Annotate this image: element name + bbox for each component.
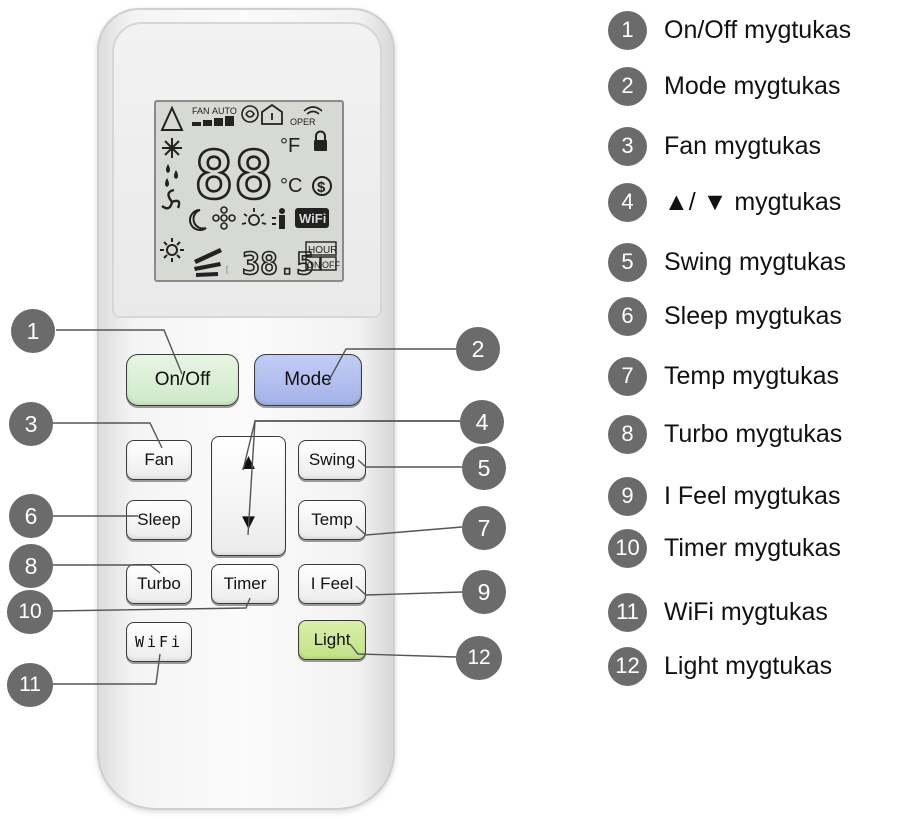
lcd-cool-snowflake-icon <box>162 138 182 158</box>
callout-8: 8 <box>9 544 53 588</box>
legend-item: 7 Temp mygtukas <box>608 356 839 396</box>
lcd-swing-fan-icon <box>212 206 236 230</box>
light-button[interactable]: Light <box>298 620 366 660</box>
lcd-health-icon <box>241 105 259 123</box>
legend-number: 3 <box>608 126 647 166</box>
lcd-wifi-label: WiFi <box>299 211 326 226</box>
legend-label: WiFi mygtukas <box>664 597 828 626</box>
lcd-timer-digits: 38.5 <box>242 247 314 280</box>
mode-button[interactable]: Mode <box>254 354 362 406</box>
legend-item: 11 WiFi mygtukas <box>608 592 828 632</box>
callout-5: 5 <box>462 446 506 490</box>
legend-item: 1 On/Off mygtukas <box>608 10 851 50</box>
lcd-wifi-box <box>295 208 329 228</box>
lcd-off-label: OFF <box>322 260 340 270</box>
legend-label: Turbo mygtukas <box>664 419 843 448</box>
ifeel-button[interactable]: I Feel <box>298 564 366 604</box>
legend-label: Mode mygtukas <box>664 71 841 100</box>
legend-number: 4 <box>608 182 647 222</box>
lcd-ifeel-person-icon <box>272 208 285 229</box>
onoff-button[interactable]: On/Off <box>126 354 239 406</box>
callout-11: 11 <box>7 663 53 707</box>
legend-label: I Feel mygtukas <box>664 481 841 510</box>
callout-9: 9 <box>462 570 506 614</box>
fan-button[interactable]: Fan <box>126 440 192 480</box>
lcd-fan-label: FAN <box>192 106 210 116</box>
legend-label: Fan mygtukas <box>664 131 822 160</box>
legend-label: ▲/ ▼ mygtukas <box>664 187 842 216</box>
lcd-unit-celsius: °C <box>280 175 302 197</box>
legend-label: On/Off mygtukas <box>664 15 852 44</box>
lcd-light-sun-icon <box>241 208 267 226</box>
legend-label: Timer mygtukas <box>664 533 841 562</box>
legend-number: 7 <box>608 356 647 396</box>
lcd-heat-sun-icon <box>160 238 184 262</box>
legend-number: 12 <box>608 646 647 686</box>
wifi-button[interactable]: WiFi <box>126 622 192 662</box>
lcd-swing-vane-icon <box>194 248 222 277</box>
lcd-temperature-digits: 88 <box>194 137 273 214</box>
sleep-button[interactable]: Sleep <box>126 500 192 540</box>
svg-text:[: [ <box>226 265 229 274</box>
legend-label: Swing mygtukas <box>664 247 847 276</box>
legend-number: 1 <box>608 10 647 50</box>
lcd-unit-fahrenheit: °F <box>280 135 300 157</box>
turbo-button[interactable]: Turbo <box>126 564 192 604</box>
legend-number: 9 <box>608 476 647 516</box>
legend-number: 2 <box>608 66 647 106</box>
legend-item: 12 Light mygtukas <box>608 646 832 686</box>
legend-item: 4 ▲/ ▼ mygtukas <box>608 182 841 222</box>
legend-item: 10 Timer mygtukas <box>608 528 841 568</box>
temperature-up-down-pad[interactable]: ▲ ▼ <box>211 436 286 556</box>
swing-button[interactable]: Swing <box>298 440 366 480</box>
lcd-on-label: ON <box>307 260 321 270</box>
legend-item: 9 I Feel mygtukas <box>608 476 840 516</box>
up-arrow-icon[interactable]: ▲ <box>237 449 260 474</box>
lcd-display: FAN AUTO OPER 88 °F °C $ <box>154 100 344 282</box>
temp-button[interactable]: Temp <box>298 500 366 540</box>
callout-2: 2 <box>456 327 500 371</box>
legend-number: 6 <box>608 296 647 336</box>
svg-text:$: $ <box>317 179 326 196</box>
callout-3: 3 <box>9 402 53 446</box>
lcd-fan-speed-bars <box>192 116 234 126</box>
legend-number: 10 <box>608 528 647 568</box>
lcd-oper-label: OPER <box>290 117 316 127</box>
callout-6: 6 <box>9 494 53 538</box>
lcd-fan-mode-icon <box>161 188 181 210</box>
callout-1: 1 <box>11 309 55 353</box>
down-arrow-icon[interactable]: ▼ <box>237 509 260 534</box>
lcd-auto-label: AUTO <box>212 106 237 116</box>
legend-number: 5 <box>608 242 647 282</box>
legend-label: Light mygtukas <box>664 651 833 680</box>
legend-label: Temp mygtukas <box>664 361 840 390</box>
timer-button[interactable]: Timer <box>211 564 279 604</box>
legend-label: Sleep mygtukas <box>664 301 842 330</box>
legend-item: 8 Turbo mygtukas <box>608 414 842 454</box>
legend-item: 3 Fan mygtukas <box>608 126 821 166</box>
lcd-dollar-icon: $ <box>312 176 332 196</box>
lcd-auto-mode-icon <box>160 105 184 131</box>
lcd-sleep-moon-icon <box>189 209 207 231</box>
lcd-signal-icon <box>303 106 323 115</box>
lcd-graphics: FAN AUTO OPER 88 °F °C $ <box>160 103 340 280</box>
legend-item: 6 Sleep mygtukas <box>608 296 842 336</box>
lcd-dry-drops-icon <box>165 164 178 187</box>
legend-item: 2 Mode mygtukas <box>608 66 840 106</box>
legend-number: 8 <box>608 414 647 454</box>
callout-10: 10 <box>7 590 53 634</box>
callout-4: 4 <box>460 400 504 444</box>
legend-number: 11 <box>608 592 647 632</box>
callout-12: 12 <box>456 636 502 680</box>
callout-7: 7 <box>462 506 506 550</box>
lcd-house-icon <box>261 103 283 125</box>
legend-item: 5 Swing mygtukas <box>608 242 846 282</box>
lcd-hour-label: HOUR <box>308 245 337 256</box>
lcd-lock-icon <box>314 130 327 151</box>
